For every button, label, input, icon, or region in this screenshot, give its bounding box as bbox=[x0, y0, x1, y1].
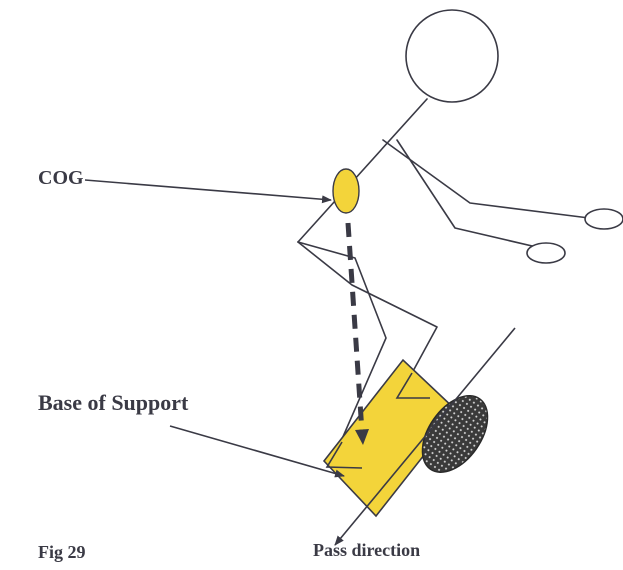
gravity-arrowhead bbox=[355, 429, 369, 445]
figure-caption: Fig 29 bbox=[38, 542, 86, 562]
cog-pointer-arrow bbox=[84, 179, 332, 204]
arm-lower bbox=[396, 139, 546, 250]
front-foot-outline bbox=[325, 441, 363, 469]
base-of-support-label: Base of Support bbox=[38, 390, 189, 415]
upper-hand-shape bbox=[584, 208, 623, 230]
pass-direction-label: Pass direction bbox=[313, 540, 421, 560]
lower-hand-shape bbox=[526, 242, 566, 264]
ball-shape bbox=[421, 395, 489, 473]
arm-upper bbox=[382, 139, 598, 220]
rear-leg bbox=[297, 241, 438, 374]
rear-foot-outline bbox=[395, 372, 430, 399]
head-shape bbox=[405, 9, 499, 103]
torso-line bbox=[297, 98, 428, 243]
base-pointer-arrow bbox=[169, 425, 345, 478]
line-of-gravity bbox=[345, 222, 365, 433]
cog-marker bbox=[332, 168, 360, 214]
pass-direction-arrow bbox=[334, 327, 516, 546]
cog-label: COG bbox=[38, 167, 84, 189]
